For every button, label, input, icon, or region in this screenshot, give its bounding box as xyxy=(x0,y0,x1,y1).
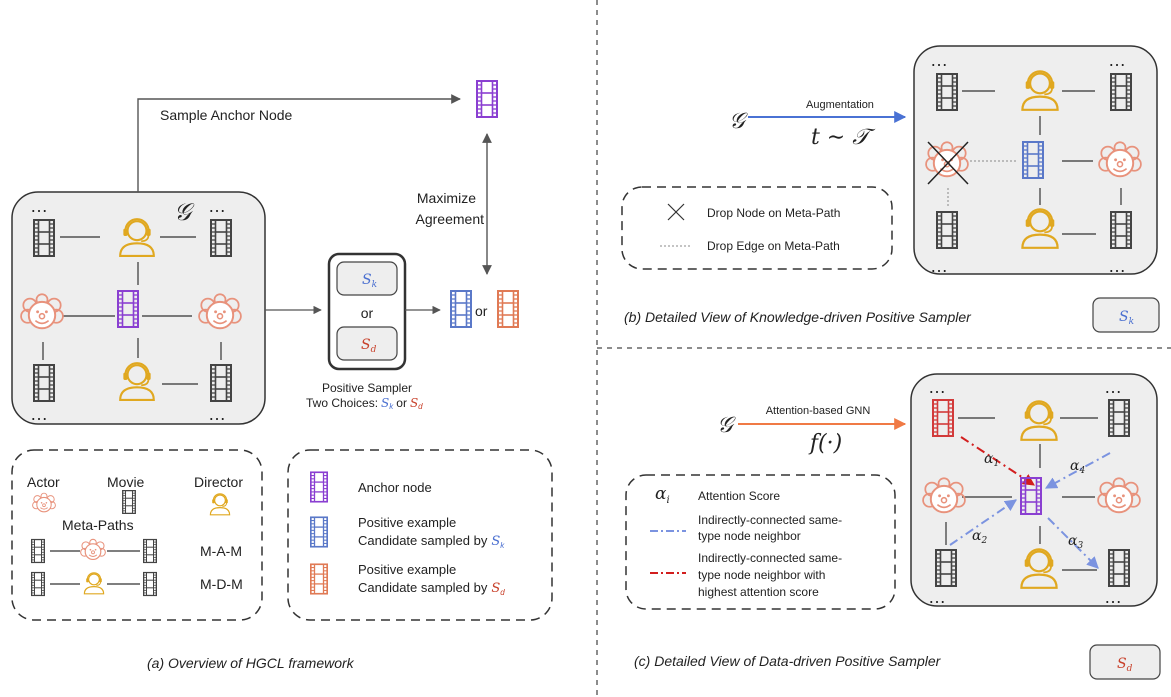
highest-neighbor-line2: type node neighbor with xyxy=(698,568,825,582)
alpha-2-label: α2 xyxy=(972,528,987,546)
dots: … xyxy=(1104,587,1122,607)
attention-edge xyxy=(1044,452,1111,489)
attention-score-label: Attention Score xyxy=(698,489,780,503)
actor-label: Actor xyxy=(27,474,60,490)
dots: … xyxy=(30,404,48,424)
agreement-label: Agreement xyxy=(416,211,485,227)
panel-a: 𝒢 … … … … Sample Anchor Node xyxy=(11,79,553,671)
pos-k-line1: Positive example xyxy=(358,515,456,530)
attention-edge xyxy=(949,499,1017,546)
alpha-1-label: α1 xyxy=(984,451,999,469)
sk-box xyxy=(336,261,398,296)
maximize-label: Maximize xyxy=(417,190,476,206)
transform-label: t ∼ 𝒯 xyxy=(811,125,876,150)
sample-anchor-label: Sample Anchor Node xyxy=(160,107,293,123)
highest-attention-edge xyxy=(960,436,1036,486)
anchor-movie-icon xyxy=(476,79,498,119)
sk-badge xyxy=(1092,297,1160,333)
mam-label: M-A-M xyxy=(200,543,242,559)
augmented-graph-box xyxy=(913,45,1158,275)
dots: … xyxy=(1104,377,1122,397)
alpha-i-symbol: αi xyxy=(655,484,670,506)
pos-d-line1: Positive example xyxy=(358,562,456,577)
sk-label: Sk xyxy=(362,272,377,290)
cross-icon xyxy=(667,203,685,221)
sd-box xyxy=(336,326,398,361)
legend-box-right xyxy=(287,449,553,621)
sd-badge xyxy=(1089,644,1161,680)
sd-badge-label: Sd xyxy=(1117,656,1133,674)
legend-box-left xyxy=(11,449,263,621)
sk-badge-label: Sk xyxy=(1119,309,1134,327)
director-label: Director xyxy=(194,474,243,490)
mdm-label: M-D-M xyxy=(200,576,243,592)
dots: … xyxy=(930,50,948,70)
caption-c: (c) Detailed View of Data-driven Positiv… xyxy=(634,653,942,669)
dots: … xyxy=(928,377,946,397)
dots: … xyxy=(1108,256,1126,276)
dots: … xyxy=(208,404,226,424)
dots: … xyxy=(30,196,48,216)
alpha-4-label: α4 xyxy=(1070,458,1085,476)
dots: … xyxy=(928,587,946,607)
caption-b: (b) Detailed View of Knowledge-driven Po… xyxy=(624,309,972,325)
indirect-neighbor-line2: type node neighbor xyxy=(698,529,801,543)
legend-box-c xyxy=(625,474,896,610)
or-label: or xyxy=(361,305,374,321)
panel-c: 𝒢 Attention-based GNN f(·) … … … … xyxy=(625,373,1161,680)
or-label: or xyxy=(475,303,488,319)
positive-movie-d-icon xyxy=(497,289,519,329)
drop-edge-label: Drop Edge on Meta-Path xyxy=(707,239,840,253)
positive-movie-k-icon xyxy=(450,289,472,329)
drop-node-label: Drop Node on Meta-Path xyxy=(707,206,840,220)
panel-b: 𝒢 Augmentation t ∼ 𝒯 … … … … xyxy=(621,45,1160,333)
gnn-label: Attention-based GNN xyxy=(766,405,871,417)
sampler-caption-1: Positive Sampler xyxy=(322,381,412,395)
legend-box-b xyxy=(621,186,893,270)
dots: … xyxy=(208,196,226,216)
anchor-node-label: Anchor node xyxy=(358,480,432,495)
highest-neighbor-line1: Indirectly-connected same- xyxy=(698,551,842,565)
graph-symbol: 𝒢 xyxy=(729,109,748,134)
drop-node-cross-icon xyxy=(927,141,969,185)
augmentation-label: Augmentation xyxy=(806,99,874,111)
graph-symbol: 𝒢 xyxy=(174,198,195,226)
graph-symbol: 𝒢 xyxy=(717,413,736,438)
func-label: f(·) xyxy=(808,431,842,456)
caption-a: (a) Overview of HGCL framework xyxy=(147,655,355,671)
highest-neighbor-line3: highest attention score xyxy=(698,585,819,599)
sample-anchor-arrow xyxy=(137,94,461,192)
indirect-neighbor-line1: Indirectly-connected same- xyxy=(698,513,842,527)
movie-label: Movie xyxy=(107,474,145,490)
meta-paths-label: Meta-Paths xyxy=(62,517,134,533)
sd-label: Sd xyxy=(361,337,377,355)
dots: … xyxy=(930,256,948,276)
dots: … xyxy=(1108,50,1126,70)
alpha-3-label: α3 xyxy=(1068,533,1083,551)
attention-edge xyxy=(1047,517,1099,569)
